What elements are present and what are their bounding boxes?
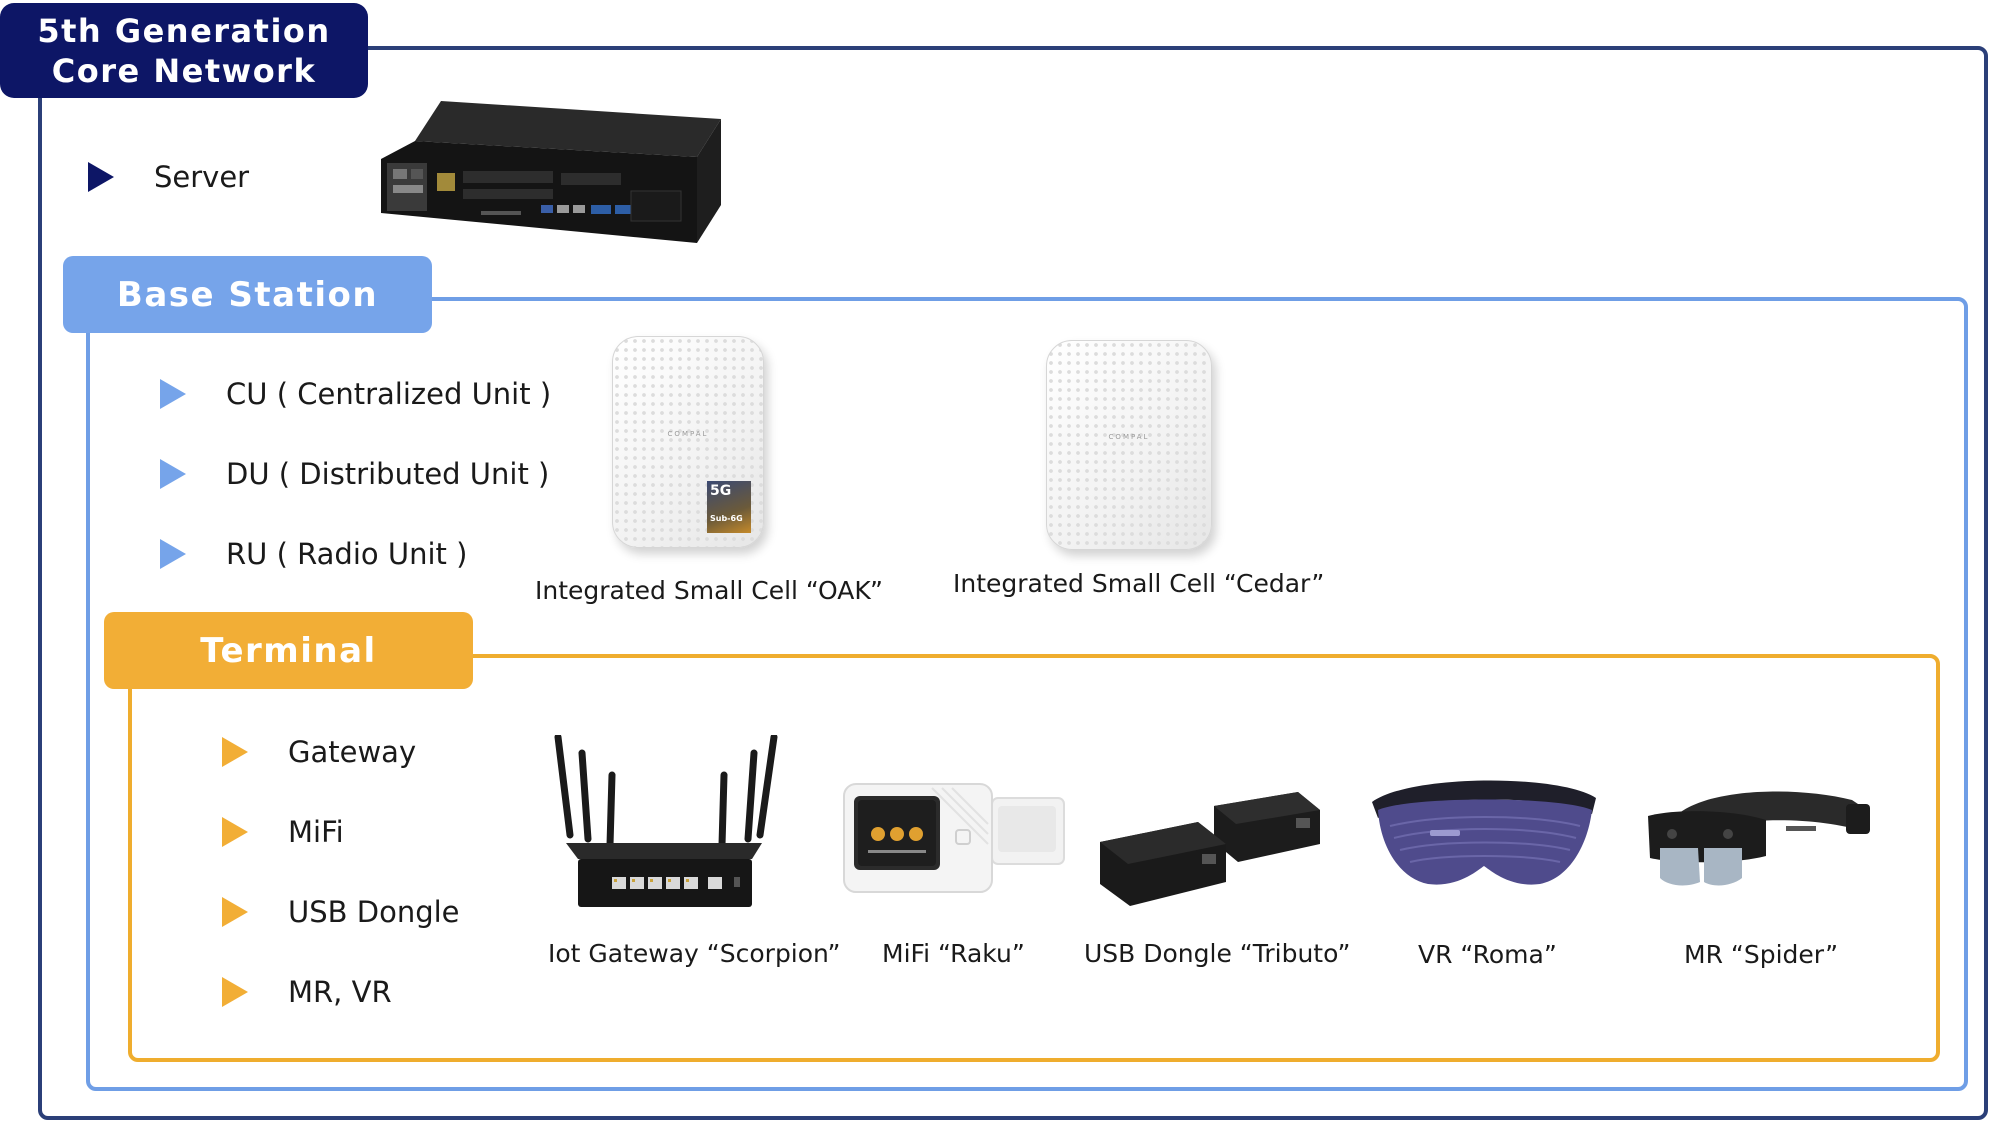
base-item-label: CU ( Centralized Unit ) [226,377,552,411]
caption-oak: Integrated Small Cell “OAK” [535,576,883,605]
router-image [554,735,778,907]
core-item-label: Server [154,160,250,194]
caption-cedar: Integrated Small Cell “Cedar” [953,569,1325,598]
triangle-bullet-icon [222,897,248,927]
triangle-bullet-icon [160,539,186,569]
base-station-tab: Base Station [63,256,432,333]
small-cell-oak-image: COMPAL 5G Sub-6G [612,336,764,548]
base-item-ru: RU ( Radio Unit ) [160,534,467,574]
caption-spider: MR “Spider” [1684,940,1839,969]
caption-tributo: USB Dongle “Tributo” [1084,939,1351,968]
terminal-item-label: MR, VR [288,975,392,1009]
core-item-server: Server [88,157,249,197]
core-network-tab: 5th Generation Core Network [0,3,368,98]
triangle-bullet-icon [222,817,248,847]
base-item-cu: CU ( Centralized Unit ) [160,374,551,414]
caption-raku: MiFi “Raku” [882,939,1025,968]
base-item-label: RU ( Radio Unit ) [226,537,468,571]
mifi-image [843,783,1065,893]
terminal-item-label: USB Dongle [288,895,460,929]
terminal-title: Terminal [200,630,377,671]
server-image [381,101,721,243]
terminal-tab: Terminal [104,612,473,689]
usb-dongle-image [1100,792,1320,906]
core-network-title-line2: Core Network [51,51,317,90]
terminal-item-mr-vr: MR, VR [222,972,392,1012]
core-network-frame [38,46,1988,1120]
terminal-item-label: MiFi [288,815,344,849]
base-item-label: DU ( Distributed Unit ) [226,457,550,491]
sub6g-badge-label: Sub-6G [710,514,743,523]
base-station-title: Base Station [116,274,379,315]
caption-roma: VR “Roma” [1418,940,1557,969]
triangle-bullet-icon [222,977,248,1007]
terminal-frame [128,654,1940,1062]
base-item-du: DU ( Distributed Unit ) [160,454,549,494]
mr-headset-image [1648,791,1870,886]
triangle-bullet-icon [88,162,114,192]
5g-badge-label: 5G [710,483,732,499]
vr-headset-image [1372,780,1596,885]
terminal-item-mifi: MiFi [222,812,344,852]
triangle-bullet-icon [160,379,186,409]
triangle-bullet-icon [160,459,186,489]
small-cell-cedar-image: COMPAL [1046,340,1212,550]
terminal-item-gateway: Gateway [222,732,416,772]
core-network-title-line1: 5th Generation [37,11,331,50]
caption-scorpion: Iot Gateway “Scorpion” [548,939,841,968]
terminal-item-usb-dongle: USB Dongle [222,892,460,932]
triangle-bullet-icon [222,737,248,767]
terminal-item-label: Gateway [288,735,417,769]
5g-badge: 5G Sub-6G [707,481,751,533]
base-station-frame [86,297,1968,1091]
